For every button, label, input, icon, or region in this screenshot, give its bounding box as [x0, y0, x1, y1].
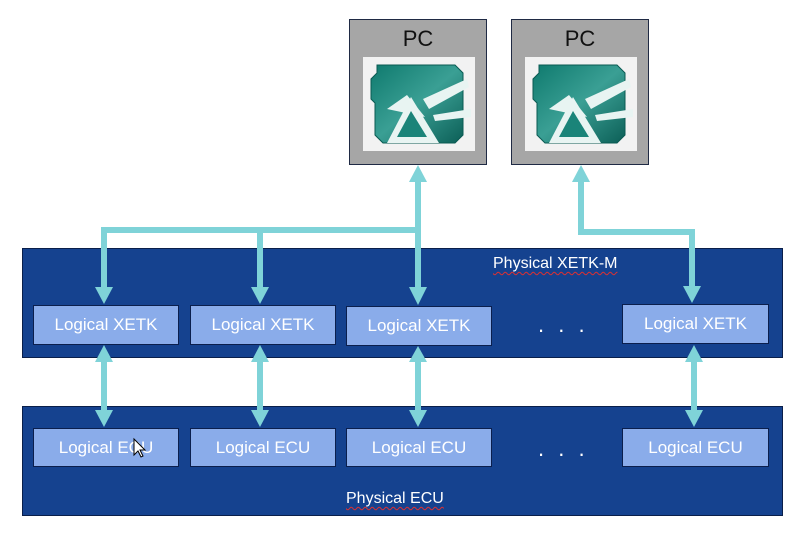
ellipsis: . . . — [538, 436, 589, 461]
pc-title: PC — [402, 26, 434, 51]
logical-ecu-3[interactable]: Logical ECU — [346, 428, 492, 467]
logical-ecu-2[interactable]: Logical ECU — [190, 428, 336, 467]
arrow-head — [572, 165, 590, 182]
pc-box-2: PC — [511, 19, 649, 165]
arrow-head — [409, 165, 427, 182]
logical-xetk-4[interactable]: Logical XETK — [622, 304, 769, 344]
app-logo-icon — [525, 57, 637, 151]
physical-ecu-label: Physical ECU — [346, 490, 444, 507]
pc-title: PC — [564, 26, 596, 51]
ellipsis: . . . — [538, 312, 589, 337]
logical-xetk-1[interactable]: Logical XETK — [33, 305, 179, 345]
logical-ecu-1[interactable]: Logical ECU — [33, 428, 179, 467]
physical-xetk-m-label: Physical XETK-M — [493, 255, 618, 272]
logical-ecu-4[interactable]: Logical ECU — [622, 428, 769, 467]
logical-xetk-2[interactable]: Logical XETK — [190, 305, 336, 345]
app-logo-icon — [363, 57, 475, 151]
pc-box-1: PC — [349, 19, 487, 165]
logical-xetk-3[interactable]: Logical XETK — [346, 306, 492, 346]
